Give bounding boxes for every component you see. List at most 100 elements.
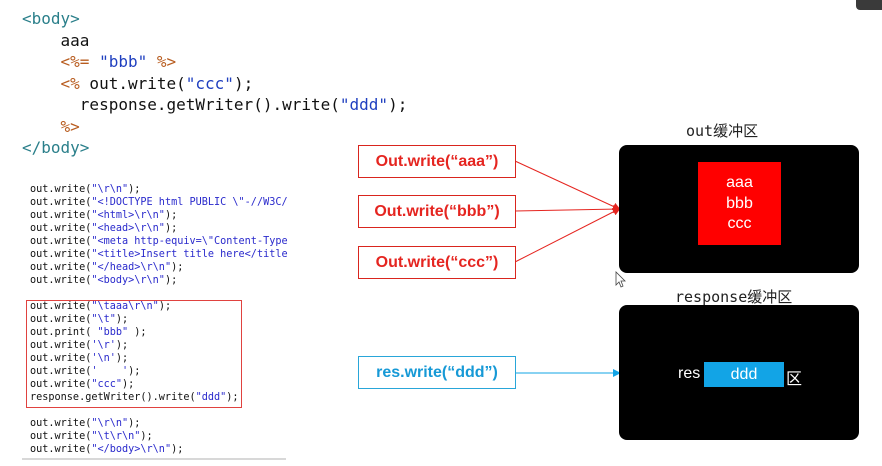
code-line: out.write("\r\n"); xyxy=(30,417,288,430)
code-token: "</head>\r\n" xyxy=(91,262,172,273)
code-token: out.write( xyxy=(30,236,92,247)
code-token: out.write( xyxy=(30,275,92,286)
code-line: out.write("ccc"); xyxy=(30,378,288,391)
code-token: "<title>Insert title here</title xyxy=(91,249,288,260)
jsp-line: %> xyxy=(22,116,407,138)
jsp-line: <% out.write("ccc"); xyxy=(22,73,407,95)
divider xyxy=(22,458,286,460)
code-token: ); xyxy=(164,223,178,234)
arrow-aaa xyxy=(514,160,621,211)
code-token: ); xyxy=(171,444,184,455)
response-buffer-title: response缓冲区 xyxy=(675,288,793,306)
response-buffer-label-right: 区 xyxy=(786,371,803,388)
code-line: out.write("\t"); xyxy=(30,313,288,326)
jsp-token: ); xyxy=(233,73,254,93)
highlight-box xyxy=(26,300,242,408)
code-token: "<meta http-equiv=\"Content-Type xyxy=(91,236,288,247)
code-token: out.write( xyxy=(30,249,92,260)
res-write-ddd-button[interactable]: res.write(“ddd”) xyxy=(358,356,516,389)
code-line: out.write("\taaa\r\n"); xyxy=(30,300,288,313)
code-token: ); xyxy=(140,431,153,442)
code-line: out.write("</body>\r\n"); xyxy=(30,443,288,456)
code-token: "<html>\r\n" xyxy=(91,210,165,221)
jsp-token: <body> xyxy=(22,9,80,28)
jsp-token: <%= xyxy=(22,52,100,71)
code-line: out.write(' '); xyxy=(30,365,288,378)
jsp-token: %> xyxy=(147,52,177,71)
code-token: "\taaa\r\n" xyxy=(91,301,159,312)
arrow-bbb xyxy=(514,205,621,214)
code-token: ); xyxy=(128,184,141,195)
code-token: "<head>\r\n" xyxy=(91,223,165,234)
code-token: out.write( xyxy=(30,418,92,429)
code-token: "</body>\r\n" xyxy=(91,444,172,455)
code-line: out.write("<body>\r\n"); xyxy=(30,274,288,287)
code-token: ); xyxy=(122,379,135,390)
code-token: out.write( xyxy=(30,353,92,364)
code-token: ); xyxy=(171,262,184,273)
code-token: out.write( xyxy=(30,314,92,325)
jsp-token: "ccc" xyxy=(185,73,234,93)
out-write-aaa-button[interactable]: Out.write(“aaa”) xyxy=(358,145,516,178)
code-token: ); xyxy=(128,418,141,429)
code-token: ); xyxy=(164,210,178,221)
out-buffer-title: out缓冲区 xyxy=(686,122,759,140)
code-token: out.write( xyxy=(30,210,92,221)
code-line: out.write("<title>Insert title here</tit… xyxy=(30,248,288,261)
code-token: out.write( xyxy=(30,223,92,234)
code-token: ); xyxy=(115,340,129,351)
out-buffer-contents: aaa bbb ccc xyxy=(698,162,781,245)
code-token: out.write( xyxy=(30,431,92,442)
code-token: out.write( xyxy=(30,262,92,273)
code-token: '\n' xyxy=(91,353,116,364)
jsp-line: <%= "bbb" %> xyxy=(22,51,407,73)
code-line: out.write("</head>\r\n"); xyxy=(30,261,288,274)
out-write-bbb-button[interactable]: Out.write(“bbb”) xyxy=(358,195,516,228)
code-line: out.write("\r\n"); xyxy=(30,183,288,196)
code-token: "\r\n" xyxy=(91,184,129,195)
jsp-token: %> xyxy=(22,116,80,136)
code-token: ); xyxy=(226,392,239,403)
code-line: out.print( "bbb" ); xyxy=(30,326,288,339)
code-line: out.write("<head>\r\n"); xyxy=(30,222,288,235)
code-token: out.write( xyxy=(30,184,92,195)
code-token: out.write( xyxy=(30,379,92,390)
code-token: ); xyxy=(158,301,172,312)
code-line: out.write("\t\r\n"); xyxy=(30,430,288,443)
code-token: ); xyxy=(164,275,178,286)
jsp-token: ); xyxy=(388,95,408,114)
code-token: ); xyxy=(115,314,129,325)
code-token: "ddd" xyxy=(195,392,227,403)
jsp-line: aaa xyxy=(22,30,407,52)
code-token: "\t" xyxy=(91,314,116,325)
response-buffer-label-left: res xyxy=(678,365,701,382)
jsp-source-snippet: <body> aaa <%= "bbb" %> <% out.write("cc… xyxy=(22,8,407,159)
code-token: "<body>\r\n" xyxy=(91,275,165,286)
code-token: "bbb" xyxy=(97,327,129,338)
out-write-ccc-button[interactable]: Out.write(“ccc”) xyxy=(358,246,516,279)
jsp-token: response.getWriter().write( xyxy=(22,95,340,114)
code-line: out.write("<html>\r\n"); xyxy=(30,209,288,222)
code-token: '\r' xyxy=(91,340,116,351)
jsp-token: out.write( xyxy=(79,73,186,93)
code-token: ); xyxy=(128,327,147,338)
code-token: out.write( xyxy=(30,366,92,377)
window-corner xyxy=(856,0,882,10)
code-token: ' ' xyxy=(91,366,129,377)
generated-servlet-code: out.write("\r\n");out.write("<!DOCTYPE h… xyxy=(30,183,288,456)
code-token: response.getWriter().write( xyxy=(30,392,196,403)
code-token: "ccc" xyxy=(91,379,123,390)
code-token: out.print( xyxy=(30,327,98,338)
jsp-line: response.getWriter().write("ddd"); xyxy=(22,94,408,116)
code-line: out.write('\r'); xyxy=(30,339,288,352)
code-token: "<!DOCTYPE html PUBLIC \"-//W3C/ xyxy=(91,197,288,208)
code-token: ); xyxy=(128,366,141,377)
code-line: out.write("<meta http-equiv=\"Content-Ty… xyxy=(30,235,288,248)
jsp-token: "bbb" xyxy=(99,52,148,71)
code-token: out.write( xyxy=(30,444,92,455)
jsp-token: "ddd" xyxy=(339,95,389,114)
response-buffer-chip: ddd xyxy=(704,362,784,387)
code-token: "\r\n" xyxy=(91,418,129,429)
mouse-cursor-icon xyxy=(615,271,626,288)
